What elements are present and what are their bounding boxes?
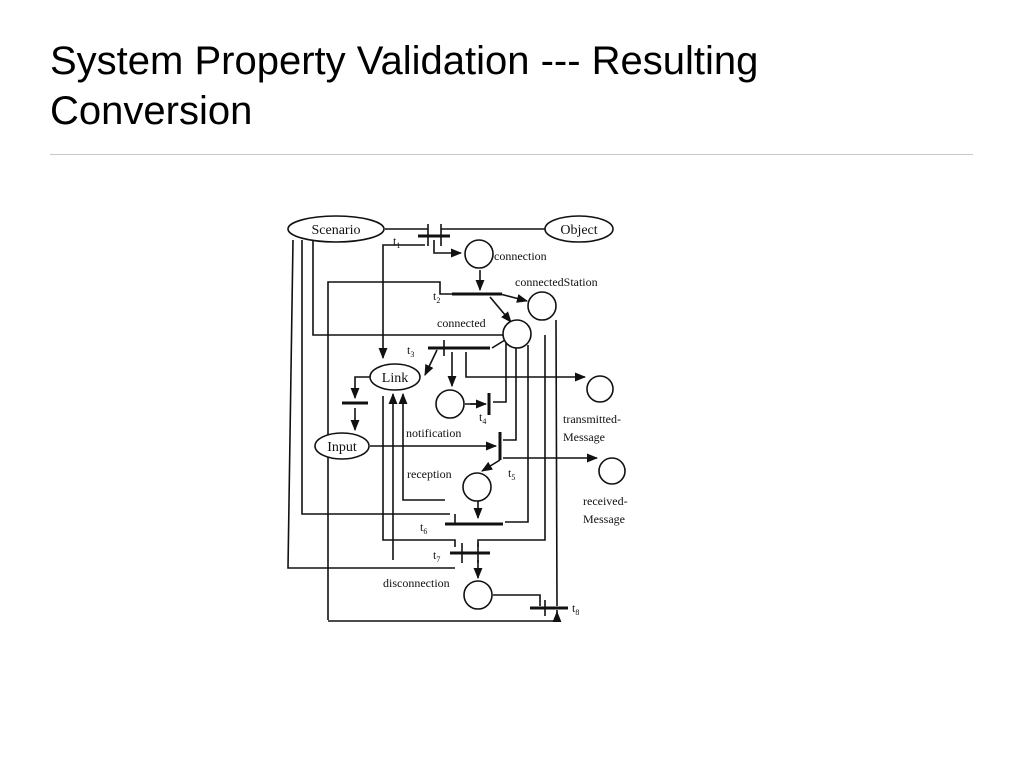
arc-t2-station (499, 293, 529, 303)
oval-input (314, 432, 370, 460)
transition-labels: t1 t2 t3 t4 t5 t6 t7 t8 (393, 234, 579, 617)
label-connected-station: connectedStation (515, 275, 598, 289)
arc-t2-connected (489, 296, 512, 323)
oval-object (544, 215, 614, 243)
arc-scenario-t7 (287, 239, 455, 569)
label-t7-num: 7 (436, 555, 440, 564)
arc-t8-loop (328, 610, 558, 622)
oval-input-label: Input (327, 440, 357, 455)
oval-labels: Scenario Object Link Input (312, 223, 598, 455)
arcs (287, 228, 599, 623)
label-t5-num: 5 (511, 473, 515, 482)
place-disconnection (463, 580, 493, 610)
label-t3-t: t (407, 343, 411, 357)
place-labels: connection connectedStation connected tr… (383, 249, 628, 590)
oval-link-label: Link (382, 371, 408, 386)
arc-link-leftbar (350, 376, 371, 400)
arc-scenario-t6 (301, 240, 450, 515)
place-received-message (598, 457, 626, 485)
label-transmitted-1: transmitted- (563, 412, 621, 426)
place-connected (502, 319, 532, 349)
label-received-1: received- (583, 494, 628, 508)
label-t1-t: t (393, 234, 397, 248)
label-t2: t2 (433, 289, 440, 305)
label-t3-num: 3 (410, 350, 414, 359)
label-received-2: Message (583, 512, 625, 526)
title-divider (50, 154, 973, 155)
arc-t3-link (424, 349, 438, 377)
label-t8-t: t (572, 601, 576, 615)
arc-connected-t4 (493, 340, 507, 403)
label-connection: connection (494, 249, 547, 263)
transitions (342, 224, 568, 616)
label-t4-t: t (479, 410, 483, 424)
label-t1: t1 (393, 234, 400, 250)
label-notification: notification (406, 426, 461, 440)
label-transmitted-2: Message (563, 430, 605, 444)
oval-object-label: Object (560, 223, 597, 238)
oval-link (369, 363, 421, 391)
place-reception (462, 472, 492, 502)
arc-disconnection-t8 (493, 594, 541, 606)
arc-t5-reception (481, 459, 501, 472)
arc-t1-connection (433, 240, 463, 258)
oval-scenario-label: Scenario (312, 223, 361, 238)
arc-loop-t2 (327, 281, 453, 620)
arc-connected-t6 (505, 345, 529, 523)
label-t1-num: 1 (396, 241, 400, 250)
title-line-1: System Property Validation --- Resulting (50, 39, 759, 83)
place-connection (464, 239, 494, 269)
oval-scenario (287, 215, 385, 243)
label-t4-num: 4 (482, 417, 486, 426)
place-transmitted-message (586, 375, 614, 403)
label-reception: reception (407, 467, 452, 481)
title-line-2: Conversion (50, 89, 253, 133)
label-t6: t6 (420, 520, 427, 536)
arc-t3-transmitted (465, 352, 587, 382)
arc-t6-link (398, 392, 445, 501)
slide-title: System Property Validation --- Resulting… (50, 36, 950, 136)
label-t2-t: t (433, 289, 437, 303)
place-notification (435, 389, 465, 419)
label-t7: t7 (433, 548, 440, 564)
label-t5: t5 (508, 466, 515, 482)
arc-link-t7 (382, 396, 456, 547)
ovals (287, 215, 614, 460)
label-t3: t3 (407, 343, 414, 359)
arc-connected-t3 (491, 339, 506, 349)
label-connected: connected (437, 316, 486, 330)
arc-connected-t5 (503, 348, 517, 441)
arc-station-t8 (555, 319, 558, 607)
label-disconnection: disconnection (383, 576, 450, 590)
label-t8-num: 8 (575, 608, 579, 617)
label-t7-t: t (433, 548, 437, 562)
places (435, 239, 626, 610)
arc-connected-t7 (477, 335, 546, 547)
label-t5-t: t (508, 466, 512, 480)
label-t8: t8 (572, 601, 579, 617)
arc-scenario-t3 (312, 240, 510, 336)
label-t6-num: 6 (423, 527, 427, 536)
label-t4: t4 (479, 410, 486, 426)
label-t2-num: 2 (436, 296, 440, 305)
place-connected-station (527, 291, 557, 321)
label-t6-t: t (420, 520, 424, 534)
arc-t1-link (378, 244, 425, 360)
